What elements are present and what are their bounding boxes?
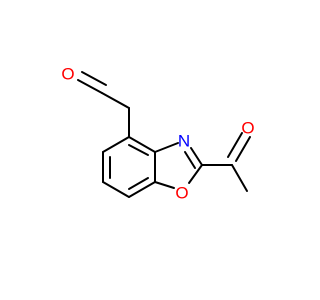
atom-O-aldehyde: O bbox=[61, 65, 74, 84]
atom-O-aldehyde-label: O bbox=[61, 65, 74, 84]
atom-O-ring-label: O bbox=[175, 184, 188, 203]
aldehyde-bonds bbox=[77, 71, 130, 138]
atom-O-ketone-label: O bbox=[241, 119, 254, 138]
molecule-structure-diagram: O N O O bbox=[61, 65, 254, 203]
atom-O-ketone: O bbox=[241, 119, 254, 138]
atom-O-ring: O bbox=[175, 184, 188, 203]
atom-N-ring-label: N bbox=[178, 132, 190, 151]
atom-N-ring: N bbox=[178, 132, 190, 151]
acetyl-bonds bbox=[201, 132, 251, 192]
benzene-ring-bonds bbox=[102, 136, 156, 198]
oxazole-ring-bonds bbox=[154, 142, 203, 189]
